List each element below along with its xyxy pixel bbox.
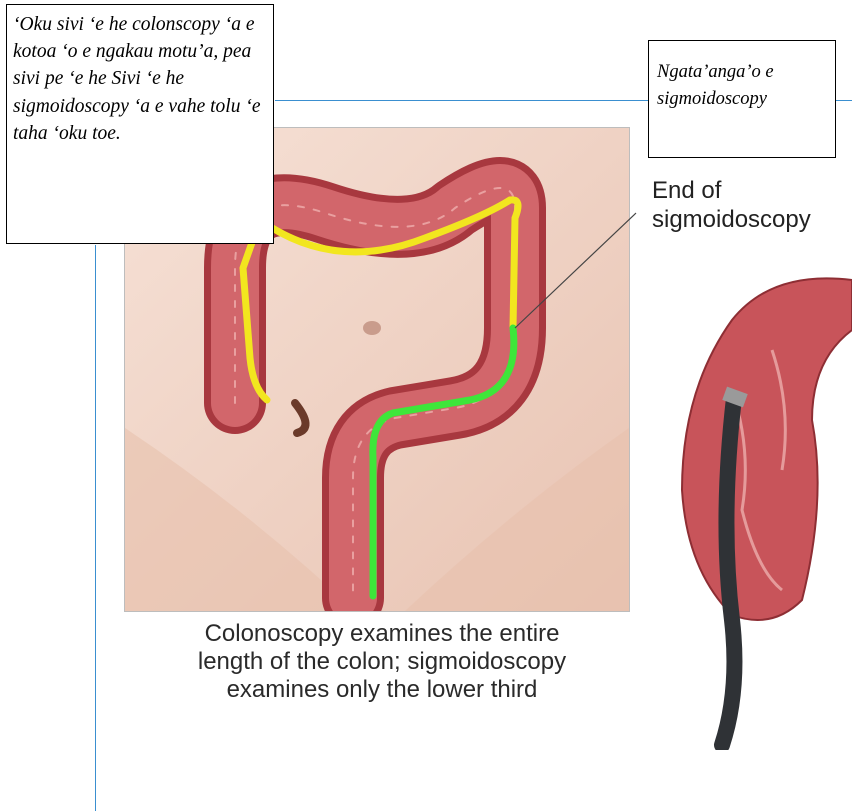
tongan-note-right: Ngata’anga’o e sigmoidoscopy: [648, 40, 836, 158]
caption-line1: Colonoscopy examines the entire: [118, 620, 646, 648]
end-label-line2: sigmoidoscopy: [652, 205, 811, 234]
tongan-note-left: ‘Oku sivi ‘e he colonscopy ‘a e kotoa ‘o…: [6, 4, 274, 244]
caption-line3: examines only the lower third: [118, 676, 646, 704]
end-of-sigmoidoscopy-label: End of sigmoidoscopy: [652, 176, 811, 234]
caption-line2: length of the colon; sigmoidoscopy: [118, 648, 646, 676]
end-label-line1: End of: [652, 176, 811, 205]
figure-caption: Colonoscopy examines the entire length o…: [118, 620, 646, 704]
